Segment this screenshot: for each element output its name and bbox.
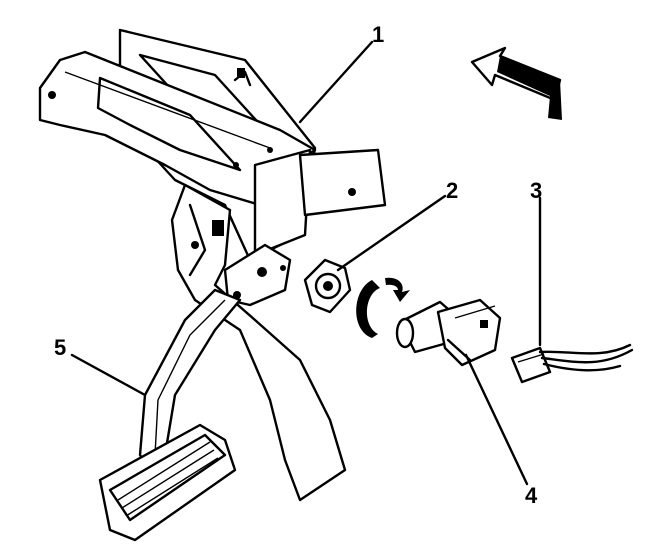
pedal-position-switch — [395, 298, 502, 367]
switch-retainer — [303, 258, 352, 314]
pedal-bracket — [38, 28, 387, 307]
rotation-arrow-icon — [356, 277, 410, 338]
callout-1: 1 — [372, 22, 384, 47]
callout-3: 3 — [530, 178, 542, 203]
callout-4: 4 — [525, 483, 538, 508]
front-direction-arrow-icon — [470, 46, 562, 120]
callout-5: 5 — [54, 335, 66, 360]
pedal-rear-arm — [170, 183, 347, 502]
pedal-pad — [98, 423, 237, 542]
wiring-connector — [510, 343, 634, 384]
callout-2: 2 — [446, 178, 458, 203]
leader-lines — [70, 40, 542, 486]
